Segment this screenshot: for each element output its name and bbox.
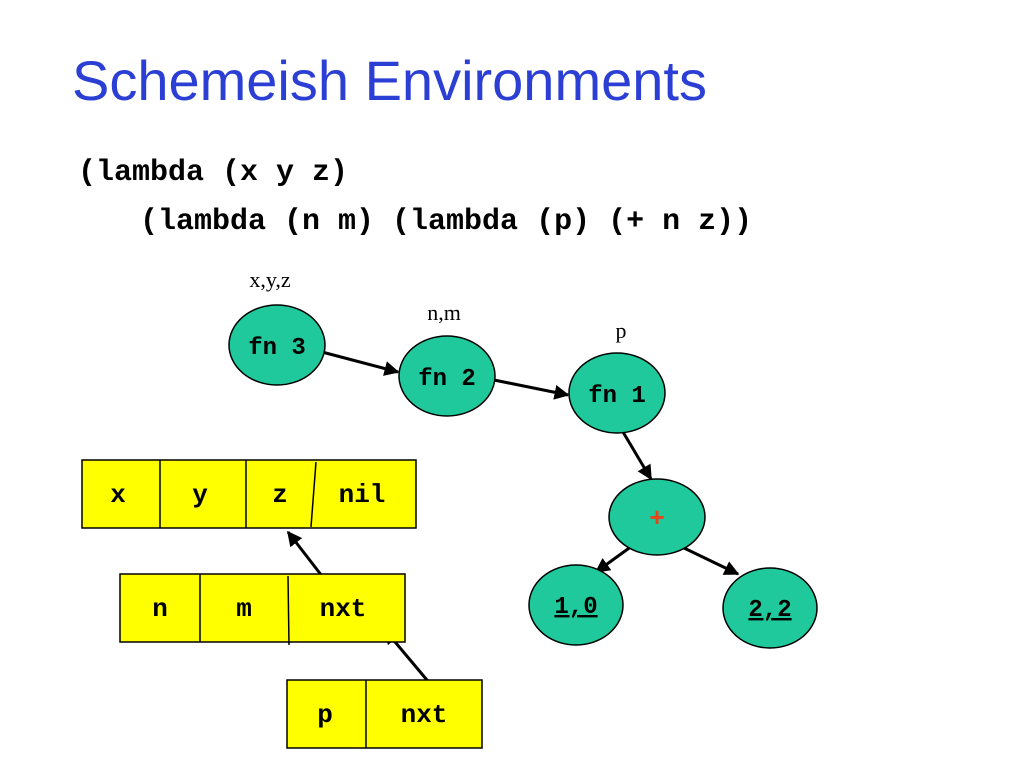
- frame-xyz-cell-y: y: [192, 480, 208, 510]
- frame-xyz-cell-z: z: [272, 480, 288, 510]
- fn2-node-label: fn 2: [418, 366, 476, 393]
- frame-p-cell-nxt: nxt: [401, 700, 448, 730]
- leaf-right-node: [722, 567, 818, 649]
- fn3-node-label: fn 3: [248, 335, 306, 362]
- frame-p: p nxt: [286, 679, 483, 749]
- leaf-left-label: 1,0: [554, 594, 597, 621]
- frame-xyz-cell-nil: nil: [339, 480, 386, 510]
- fn1-node: [568, 352, 666, 434]
- plus-node: [608, 478, 706, 556]
- fn1-params-label: p: [616, 318, 627, 343]
- frame-nm-cell-n: n: [152, 594, 168, 624]
- frame-xyz-cell-x: x: [110, 480, 126, 510]
- frame-p-box: [286, 679, 483, 749]
- code-line-1: (lambda (x y z): [78, 156, 349, 190]
- frame-p-cell-p: p: [317, 700, 333, 730]
- arrow-plus-leaf-right: [683, 546, 740, 576]
- fn2-node: [398, 335, 496, 417]
- leaf-right-label: 2,2: [748, 597, 791, 624]
- frame-nm-cell-nxt: nxt: [320, 594, 367, 624]
- fn2-params-label: n,m: [427, 300, 461, 325]
- frame-xyz-box: [81, 459, 417, 529]
- code-line-2: (lambda (n m) (lambda (p) (+ n z)): [140, 205, 753, 239]
- frame-xyz: x y z nil: [81, 459, 417, 529]
- arrow-fn2-fn1: [493, 378, 570, 400]
- frame-nm-divider: [287, 575, 290, 646]
- slide-title: Schemeish Environments: [72, 49, 707, 112]
- fn3-node: [228, 304, 326, 386]
- arrow-fn1-plus: [621, 431, 653, 481]
- frame-xyz-divider: [310, 461, 317, 528]
- frame-nm-box: [119, 573, 406, 643]
- plus-node-label: +: [649, 504, 665, 534]
- fn1-node-label: fn 1: [588, 383, 646, 410]
- fn3-params-label: x,y,z: [249, 267, 291, 292]
- arrow-fn3-fn2: [321, 350, 400, 376]
- leaf-left-node: [528, 564, 624, 646]
- arrow-plus-leaf-left: [594, 544, 633, 574]
- frame-nm-cell-m: m: [236, 594, 252, 624]
- frame-nm: n m nxt: [119, 573, 406, 646]
